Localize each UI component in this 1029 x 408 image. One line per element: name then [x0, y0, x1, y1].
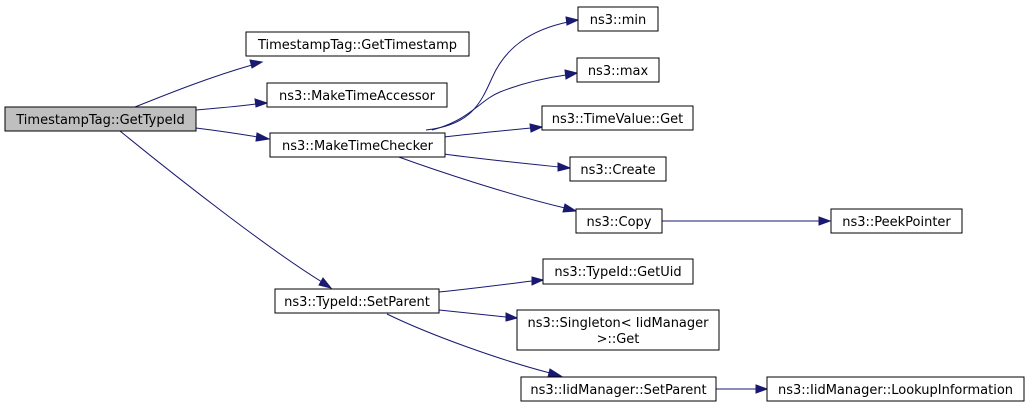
svg-text:TimestampTag::GetTypeId: TimestampTag::GetTypeId	[15, 113, 184, 128]
edge-setparent-to-singleton-get	[438, 309, 519, 322]
svg-text:ns3::TypeId::GetUid: ns3::TypeId::GetUid	[554, 265, 681, 280]
edge-checker-to-max	[431, 69, 579, 131]
svg-text:>::Get: >::Get	[597, 332, 640, 347]
svg-text:TimestampTag::GetTimestamp: TimestampTag::GetTimestamp	[257, 38, 457, 53]
node-min[interactable]: ns3::min	[577, 6, 659, 32]
edge-setparent-to-getuid	[438, 276, 545, 293]
edge-checker-to-create	[443, 153, 572, 172]
edge-checker-to-timevalue-get	[443, 123, 544, 138]
node-create[interactable]: ns3::Create	[569, 156, 667, 182]
svg-text:ns3::Copy: ns3::Copy	[586, 215, 651, 230]
node-typeid-getuid[interactable]: ns3::TypeId::GetUid	[542, 258, 694, 285]
node-timevalue-get[interactable]: ns3::TimeValue::Get	[541, 105, 694, 131]
edge-copy-to-peek-pointer	[662, 216, 832, 226]
edge-root-to-typeid-set-parent	[119, 130, 333, 289]
node-singleton-get[interactable]: ns3::Singleton< IidManager >::Get	[516, 309, 720, 351]
node-peekpointer[interactable]: ns3::PeekPointer	[830, 208, 963, 234]
edge-checker-to-min	[425, 16, 580, 131]
edge-checker-to-copy	[395, 155, 578, 213]
svg-text:ns3::TypeId::SetParent: ns3::TypeId::SetParent	[284, 295, 430, 310]
edge-root-to-make-time-accessor	[195, 98, 269, 111]
svg-text:ns3::IidManager::SetParent: ns3::IidManager::SetParent	[530, 383, 706, 398]
node-timestamptag-gettimestamp[interactable]: TimestampTag::GetTimestamp	[245, 31, 470, 57]
svg-text:ns3::min: ns3::min	[590, 13, 647, 28]
svg-text:ns3::MakeTimeChecker: ns3::MakeTimeChecker	[282, 139, 434, 154]
svg-text:ns3::TimeValue::Get: ns3::TimeValue::Get	[552, 112, 684, 127]
node-maketimeaccessor[interactable]: ns3::MakeTimeAccessor	[266, 82, 448, 108]
svg-text:ns3::Singleton< IidManager: ns3::Singleton< IidManager	[527, 316, 709, 331]
node-typeid-setparent[interactable]: ns3::TypeId::SetParent	[274, 288, 440, 314]
node-maketimechecker[interactable]: ns3::MakeTimeChecker	[269, 132, 446, 158]
edge-root-to-make-time-checker	[195, 127, 271, 142]
edge-root-to-get-timestamp	[134, 59, 264, 108]
svg-text:ns3::PeekPointer: ns3::PeekPointer	[842, 215, 951, 230]
svg-text:ns3::MakeTimeAccessor: ns3::MakeTimeAccessor	[279, 89, 436, 104]
node-iidmanager-setparent[interactable]: ns3::IidManager::SetParent	[520, 376, 717, 402]
edge-iid-setparent-to-lookup	[716, 384, 769, 394]
node-timestamptag-gettypeid[interactable]: TimestampTag::GetTypeId	[4, 106, 197, 132]
node-copy[interactable]: ns3::Copy	[575, 208, 663, 234]
svg-text:ns3::Create: ns3::Create	[580, 163, 655, 178]
svg-text:ns3::max: ns3::max	[588, 64, 649, 79]
node-max[interactable]: ns3::max	[576, 57, 660, 83]
node-iidmanager-lookupinformation[interactable]: ns3::IidManager::LookupInformation	[766, 376, 1025, 402]
svg-text:ns3::IidManager::LookupInforma: ns3::IidManager::LookupInformation	[778, 383, 1013, 398]
